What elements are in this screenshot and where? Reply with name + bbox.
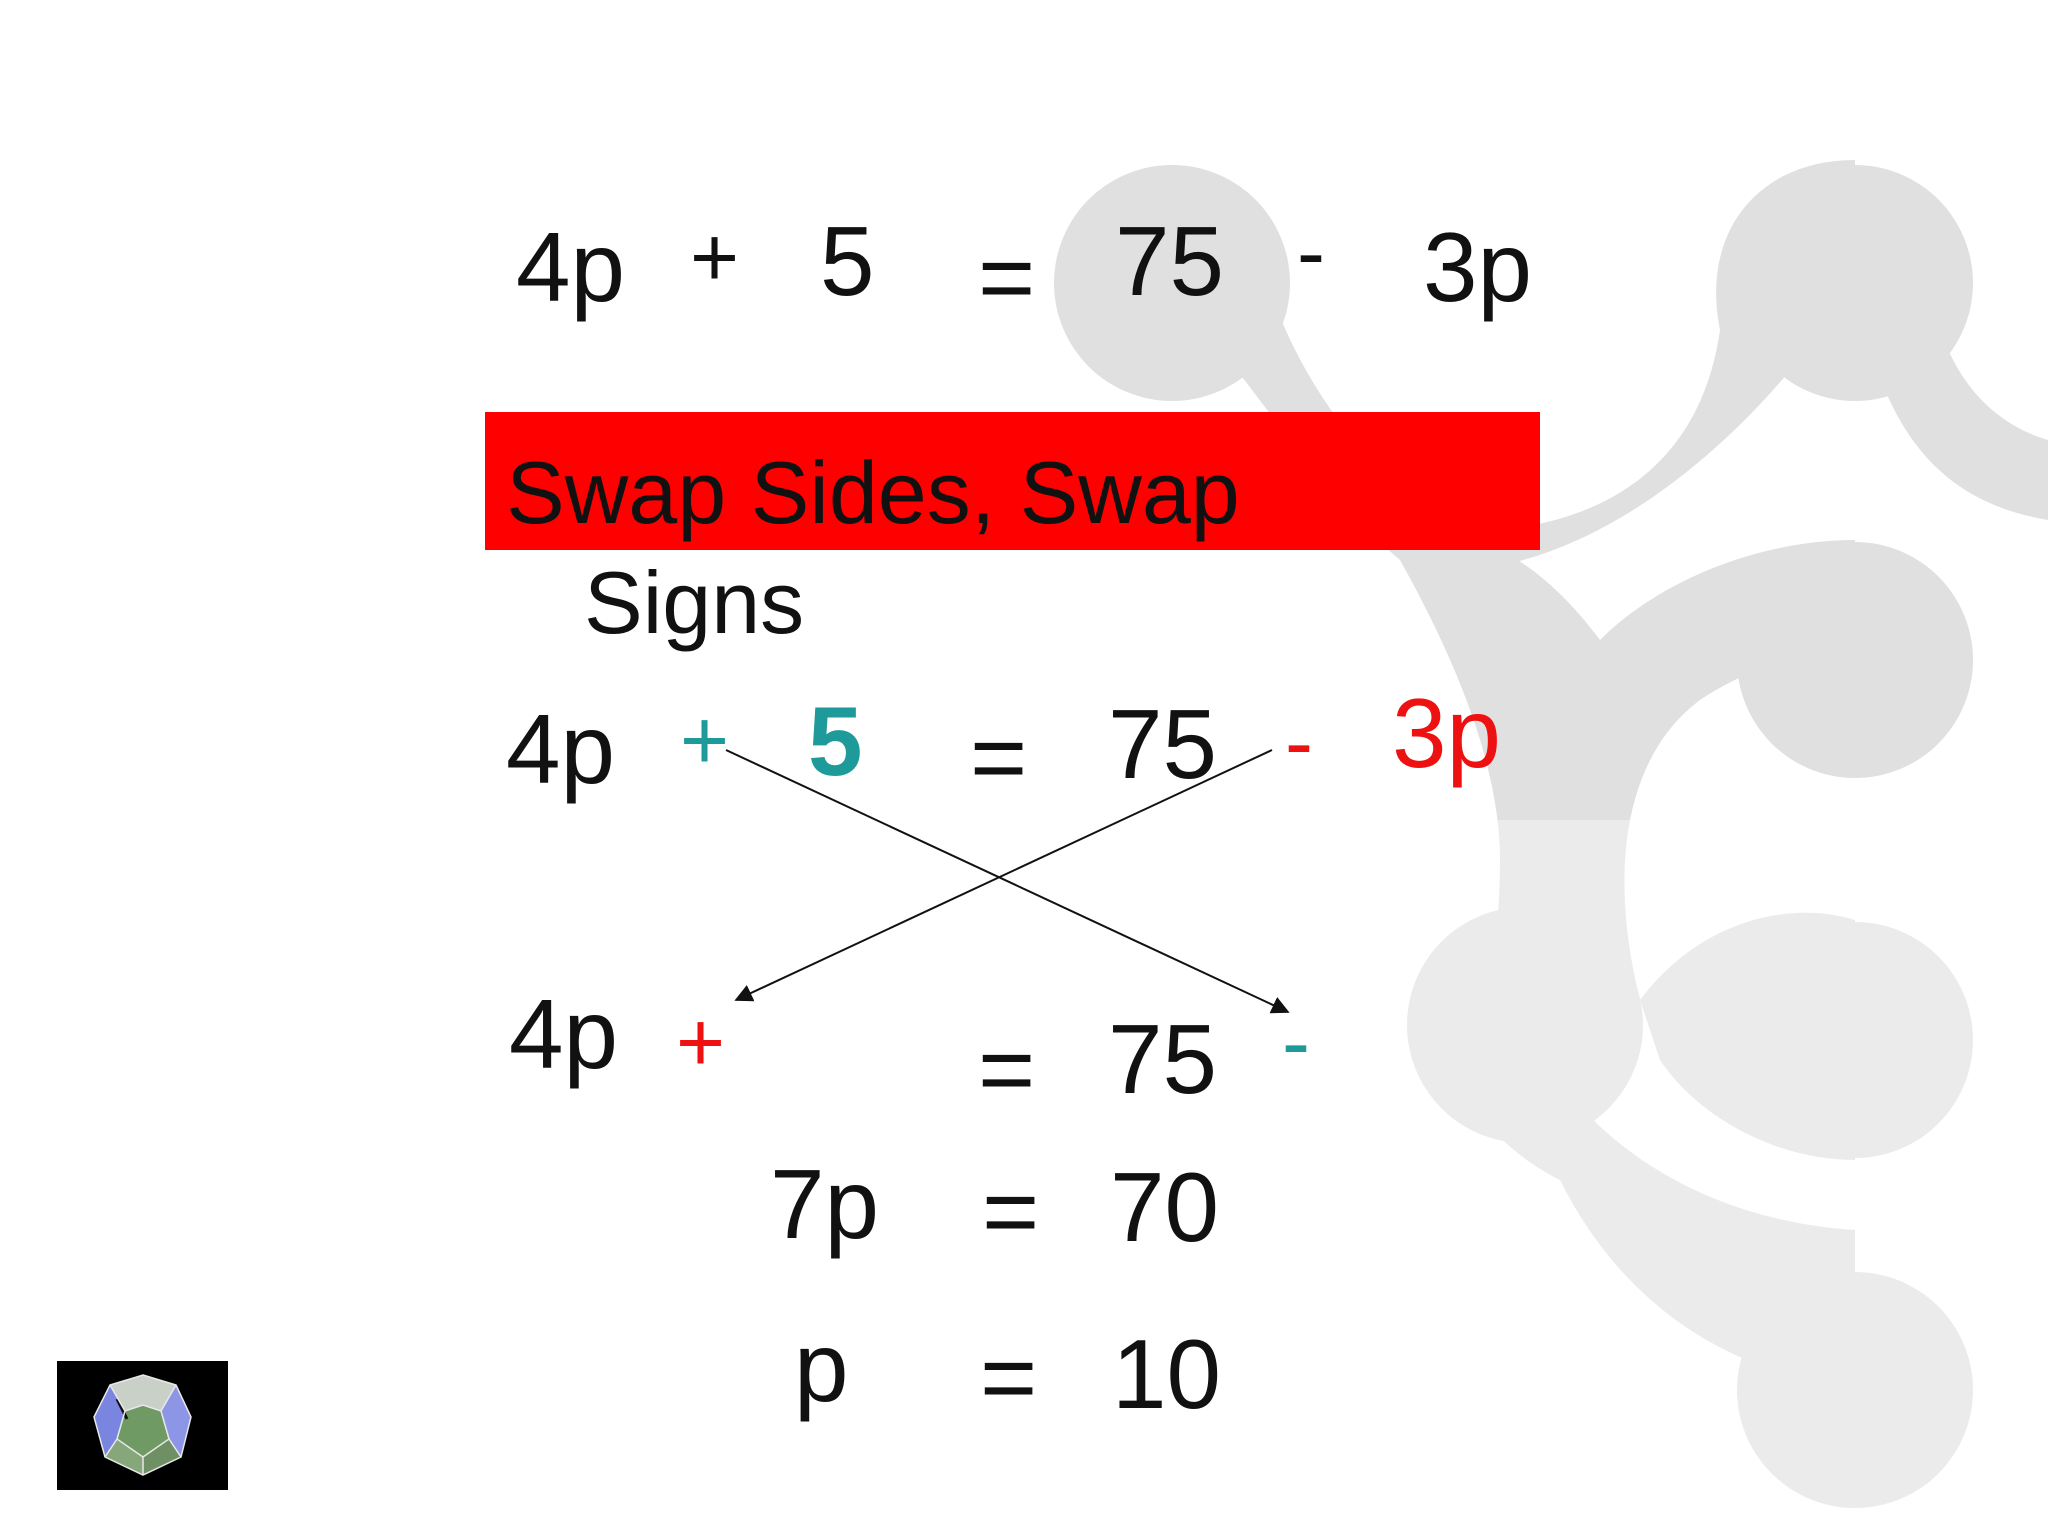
eq2-term-5: 5: [808, 686, 863, 796]
eq2-minus-sign: -: [1285, 695, 1313, 789]
eq1-plus-sign: +: [690, 210, 740, 304]
eq3-plus-sign: +: [676, 995, 726, 1089]
eq1-term-4p: 4p: [516, 212, 626, 322]
rule-banner-background: [485, 412, 1540, 550]
eq4-term-70: 70: [1110, 1152, 1220, 1262]
rule-banner-line-2: Signs: [584, 553, 805, 652]
rule-banner-text: Swap Sides, Swap Signs: [506, 438, 1536, 658]
eq3-minus-sign: -: [1282, 995, 1310, 1089]
eq2-equals-sign: =: [970, 702, 1028, 812]
eq3-term-4p: 4p: [509, 979, 619, 1089]
eq4-equals-sign: =: [982, 1156, 1040, 1266]
eq2-term-3p: 3p: [1392, 678, 1502, 788]
eq1-equals-sign: =: [978, 222, 1036, 332]
eq3-equals-sign: =: [978, 1014, 1036, 1124]
eq5-equals-sign: =: [980, 1322, 1038, 1432]
eq3-term-75: 75: [1108, 1004, 1218, 1114]
eq2-plus-sign: +: [680, 693, 730, 787]
eq4-term-7p: 7p: [770, 1149, 880, 1259]
dodecahedron-logo-icon: [93, 1374, 192, 1476]
eq2-term-75: 75: [1108, 689, 1218, 799]
eq1-term-5: 5: [820, 206, 875, 316]
logo-box: [57, 1361, 228, 1490]
eq1-term-75: 75: [1115, 206, 1225, 316]
eq5-term-10: 10: [1112, 1319, 1222, 1429]
rule-banner-line-1: Swap Sides, Swap: [506, 443, 1240, 542]
eq2-term-4p: 4p: [506, 694, 616, 804]
eq1-term-3p: 3p: [1423, 212, 1533, 322]
eq5-term-p: p: [794, 1312, 849, 1422]
eq1-minus-sign: -: [1297, 205, 1325, 299]
